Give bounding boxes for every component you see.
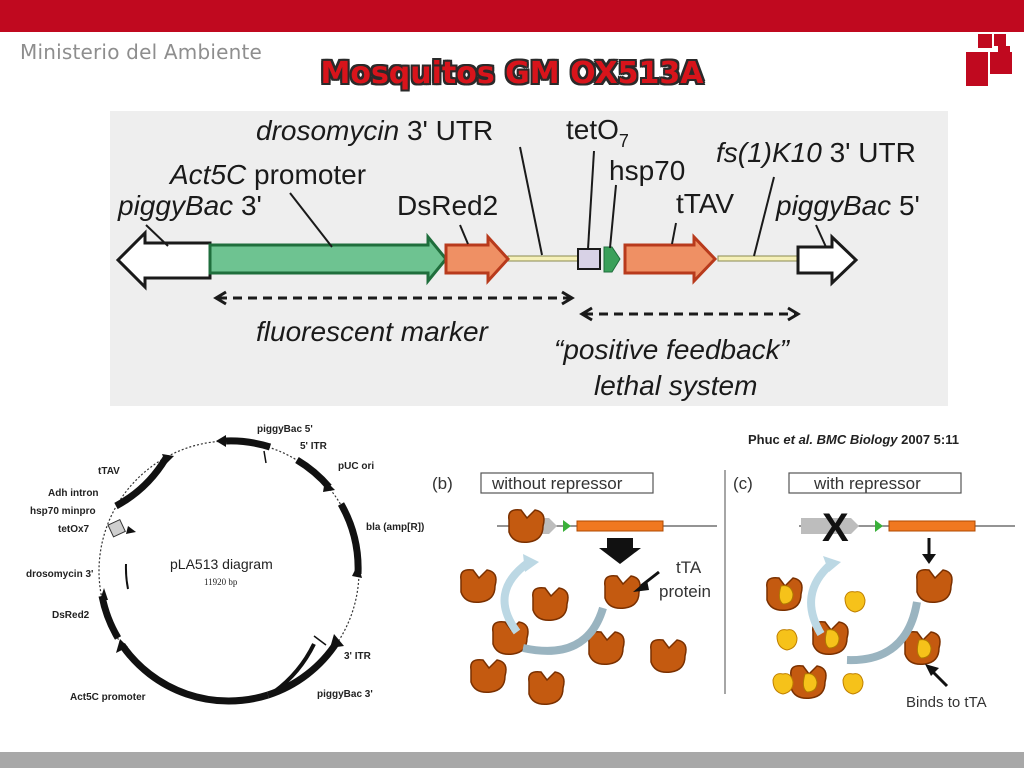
arc-drosomycin (124, 563, 129, 590)
dsred2-arrow (444, 233, 511, 285)
tta-label-line2: protein (659, 582, 711, 601)
tta-label-line1: tTA (676, 558, 702, 577)
plasmid-label-tetox7: tetOx7 (58, 524, 90, 535)
panel-b-title: without repressor (492, 474, 623, 493)
label-fsk10-utr: fs(1)K10 3' UTR (716, 137, 916, 168)
plasmid-label-piggybac3: piggyBac 3' (317, 689, 373, 700)
label-fluorescent-marker: fluorescent marker (256, 316, 488, 347)
label-drosomycin-utr: drosomycin 3' UTR (256, 115, 494, 146)
label-hsp70: hsp70 (609, 155, 686, 186)
pointer-hsp70 (609, 184, 617, 249)
arc-act5c (119, 643, 270, 705)
plasmid-size: 11920 bp (204, 577, 238, 587)
arc-ttav (114, 456, 170, 510)
bottom-bar (0, 752, 1024, 768)
pointer-dsred2 (459, 224, 469, 245)
act5c-promoter-arrow (208, 232, 448, 286)
arc-piggybac5 (225, 437, 272, 451)
plasmid-label-act5c: Act5C promoter (70, 692, 146, 703)
panel-c-title-box (788, 472, 962, 494)
plasmid-label-piggybac5: piggyBac 5' (257, 424, 313, 435)
arc-bla (337, 502, 362, 575)
pointer-drosomycin (519, 146, 543, 256)
hsp70-minpro-mark (126, 526, 136, 534)
utr-line-right (717, 255, 799, 262)
c-green-promoter (875, 520, 883, 532)
label-act5c-promoter: Act5C promoter (170, 159, 367, 190)
panel-c-title: with repressor (814, 474, 921, 493)
label-piggybac-3: piggyBac 3' (118, 190, 262, 221)
pointer-piggybac3 (145, 224, 169, 247)
label-ttav: tTAV (676, 188, 735, 219)
b-green-promoter (563, 520, 571, 532)
arc-puc-ori (295, 456, 332, 490)
panel-c-letter: (c) (733, 474, 753, 493)
arc-dsred2 (98, 595, 122, 640)
b-down-arrow (599, 538, 641, 564)
utr-line-left (507, 255, 579, 262)
pointer-fsk10 (753, 176, 775, 257)
label-teto7: tetO7 (566, 114, 629, 151)
top-bar (0, 0, 1024, 32)
plasmid-label-puc-ori: pUC ori (338, 461, 375, 472)
tetox7-hatch (107, 518, 126, 538)
repression-x-mark: X (822, 506, 849, 550)
construct-diagram (115, 146, 859, 322)
teto7-box (577, 248, 601, 270)
label-positive-feedback: “positive feedback” (554, 334, 790, 365)
binds-to-tta-label: Binds to tTA (906, 694, 987, 711)
pointer-piggybac5 (815, 224, 827, 248)
ministry-name: Ministerio del Ambiente (20, 40, 263, 64)
c-orange-gene (888, 520, 976, 532)
label-piggybac-5: piggyBac 5' (776, 190, 920, 221)
b-orange-gene (576, 520, 664, 532)
pointer-act5c (289, 192, 333, 248)
plasmid-label-adh-intron: Adh intron (48, 488, 99, 499)
plasmid-map (98, 435, 362, 705)
plasmid-label-dsred2: DsRed2 (52, 610, 90, 621)
arc-piggybac3 (266, 640, 340, 699)
piggybac-5-arrow (796, 233, 859, 287)
plasmid-label-hsp70-minpro: hsp70 minpro (30, 506, 96, 517)
plasmid-label-itr5: 5' ITR (300, 441, 327, 452)
piggybac-3-arrow (115, 229, 212, 291)
plasmid-label-bla: bla (amp[R]) (366, 522, 425, 533)
panel-b-title-box (480, 472, 654, 494)
c-grey-promoter (801, 518, 859, 534)
plasmid-label-drosomycin: drosomycin 3' (26, 569, 94, 580)
ttav-arrow (623, 233, 718, 285)
panel-b-letter: (b) (432, 474, 453, 493)
plasmid-name: pLA513 diagram (170, 556, 273, 572)
page-title: Mosquitos GM OX513A (320, 56, 704, 91)
pointer-teto7 (587, 150, 595, 250)
plasmid-label-ttav: tTAV (98, 466, 120, 477)
ministry-logo (966, 20, 1012, 86)
label-dsred2: DsRed2 (397, 190, 499, 221)
pointer-ttav (671, 222, 677, 245)
hsp70-arrow (603, 246, 621, 273)
mechanism-diagram (427, 462, 1024, 720)
citation: Phuc et al. BMC Biology 2007 5:11 (748, 432, 959, 447)
label-lethal-system: lethal system (594, 370, 758, 401)
plasmid-label-itr3: 3' ITR (344, 651, 371, 662)
